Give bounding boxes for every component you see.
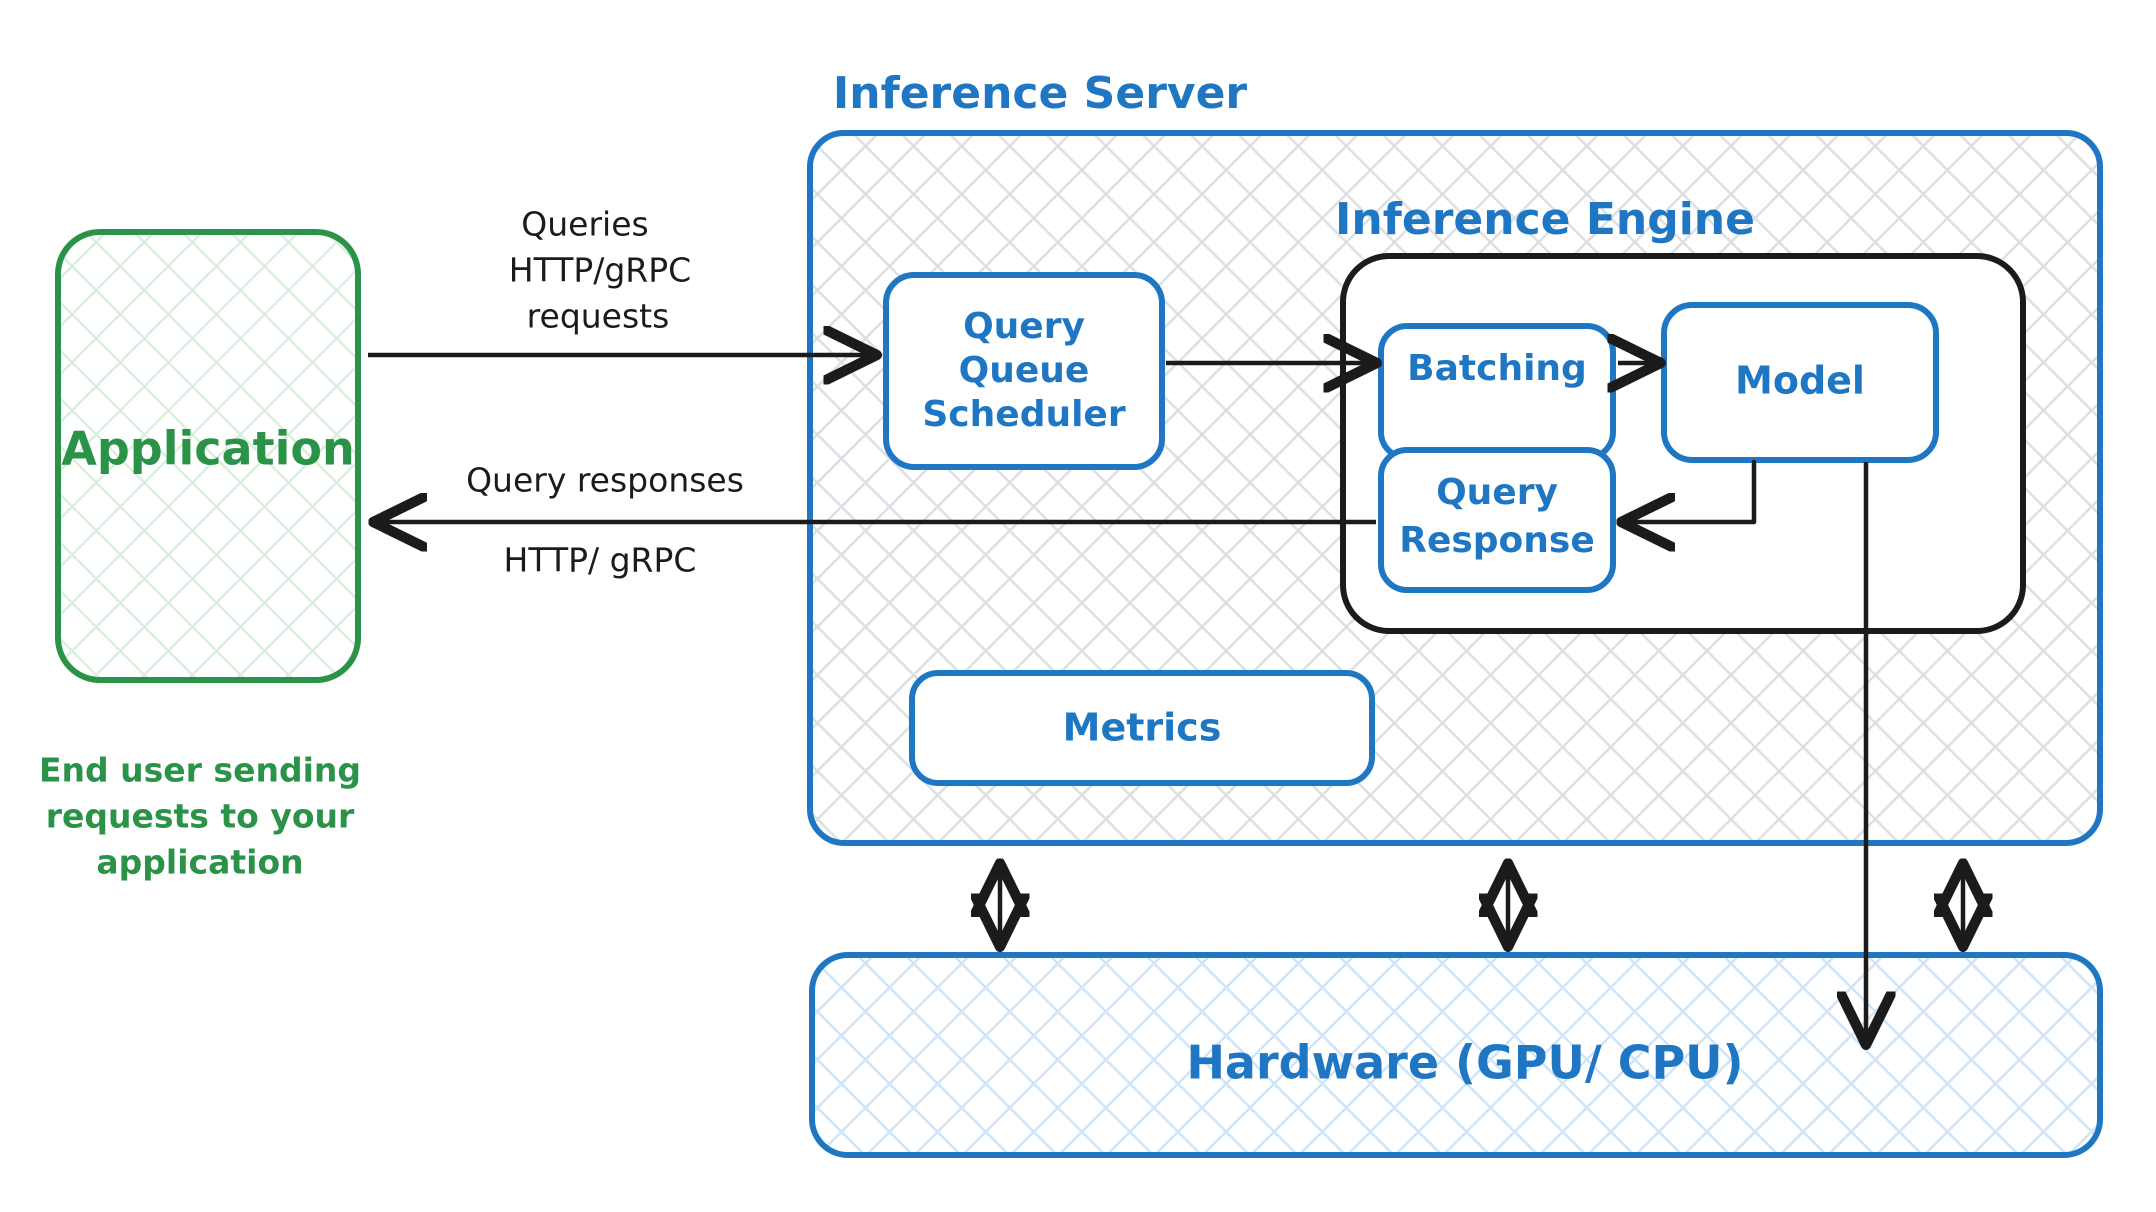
query-queue-scheduler-node[interactable]: Query Queue Scheduler (883, 272, 1165, 470)
metrics-node[interactable]: Metrics (909, 670, 1375, 786)
query-queue-scheduler-box[interactable] (883, 272, 1165, 470)
application-node[interactable]: Application (55, 229, 361, 683)
hardware-node[interactable]: Hardware (GPU/ CPU) (809, 952, 2103, 1158)
edge-responses-label-top: Query responses (466, 461, 744, 500)
application-label: Application (61, 422, 354, 476)
batching-node[interactable]: Batching (1378, 323, 1616, 461)
edge-responses-label-bottom: HTTP/ gRPC (504, 541, 697, 580)
application-caption-line-3: application (96, 843, 303, 882)
edge-queries-label-1: Queries (521, 205, 648, 244)
batching-box[interactable] (1378, 323, 1616, 461)
hardware-label: Hardware (GPU/ CPU) (1186, 1036, 1743, 1090)
application-caption-line-1: End user sending (39, 751, 361, 790)
application-box[interactable] (55, 229, 361, 683)
model-node[interactable]: Model (1661, 302, 1939, 463)
application-caption-line-2: requests to your (46, 797, 355, 836)
query-response-line-1: Query (1436, 472, 1558, 513)
metrics-label: Metrics (1063, 706, 1222, 750)
metrics-box[interactable] (909, 670, 1375, 786)
query-queue-scheduler-line-1: Query (963, 306, 1085, 347)
query-response-box[interactable] (1378, 447, 1616, 593)
inference-server-title: Inference Server (833, 68, 1248, 119)
edge-queries-label-3: requests (527, 297, 670, 336)
query-response-line-2: Response (1399, 520, 1595, 561)
edge-queries-label-2: HTTP/gRPC (509, 251, 691, 290)
model-label: Model (1735, 359, 1865, 403)
application-caption: End user sending requests to your applic… (39, 751, 361, 882)
query-queue-scheduler-line-2: Queue (959, 350, 1090, 391)
query-response-node[interactable]: Query Response (1378, 447, 1616, 593)
query-queue-scheduler-line-3: Scheduler (922, 394, 1125, 435)
batching-label: Batching (1407, 348, 1587, 389)
hardware-box[interactable] (809, 952, 2103, 1158)
edge-model-to-query-response (1626, 459, 1757, 522)
inference-engine-title: Inference Engine (1335, 194, 1755, 245)
